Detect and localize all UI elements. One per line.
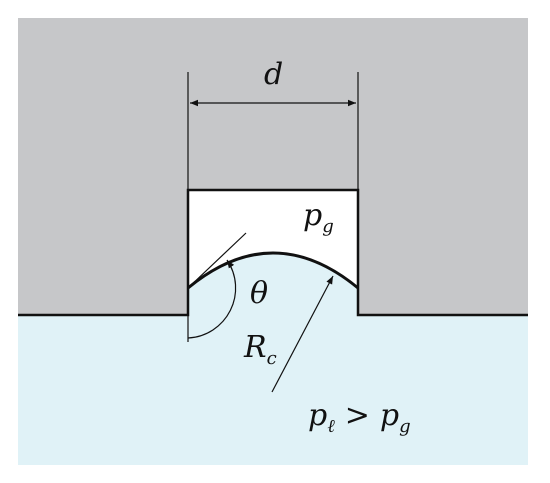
label-d: d [264,57,283,92]
label-Rc-sub: c [267,348,277,369]
meniscus [187,251,359,290]
label-pg2-main: p [380,398,399,433]
label-pl-main: p [308,398,327,433]
label-pl-sub: ℓ [327,416,335,437]
label-pg-main: p [303,198,322,233]
label-pg2-sub: g [399,416,411,437]
radius-arrow [271,275,334,393]
surface-outline [18,188,528,317]
label-theta: θ [250,276,268,311]
tangent-line [187,232,247,289]
liquid-in-pore [188,253,358,315]
label-pressure-relation: pℓ>pg [308,398,411,437]
solid-wall [18,18,528,315]
contact-angle-arc [187,259,237,339]
label-pg: pg [303,198,334,237]
label-Rc: Rc [243,330,277,369]
label-gt: > [345,398,370,433]
label-pg-sub: g [322,216,334,237]
label-Rc-main: R [243,330,267,365]
